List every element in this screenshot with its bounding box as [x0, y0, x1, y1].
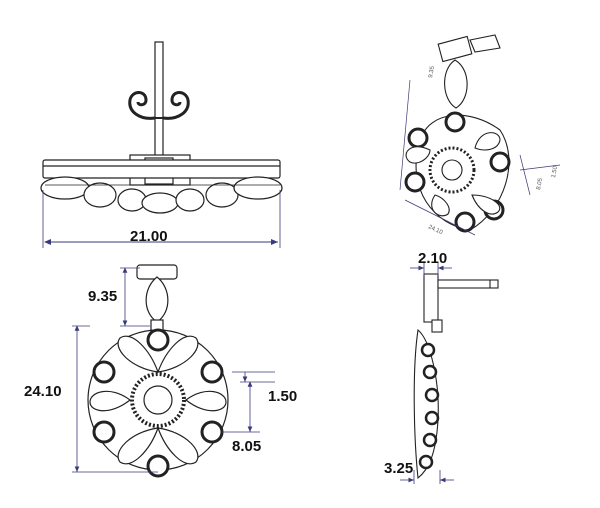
side-head: [423, 273, 439, 323]
dim-21-label: 21.00: [130, 228, 168, 245]
round-stones: [92, 328, 224, 478]
iso-view: [399, 34, 561, 236]
dim-2410-label: 24.10: [24, 383, 62, 400]
pear-stone-top: [145, 276, 169, 323]
dim-210-label: 2.10: [418, 250, 447, 267]
iso-dim-1: 9.35: [428, 65, 436, 78]
dim-935-label: 9.35: [88, 288, 117, 305]
dim-805-label: 8.05: [232, 438, 261, 455]
petal-stones: [89, 335, 227, 465]
front-view: [72, 264, 275, 478]
earring-post: [154, 41, 164, 161]
iso-dim-3: 1.50: [551, 165, 559, 178]
top-view: [40, 41, 283, 248]
iso-dim-4: 24.10: [427, 224, 444, 236]
dim-150-label: 1.50: [268, 388, 297, 405]
side-post: [437, 279, 499, 289]
side-view: [400, 262, 499, 484]
iso-bail: [437, 35, 473, 63]
butterfly-clutch: [128, 91, 190, 120]
dim-325-label: 3.25: [384, 460, 413, 477]
center-stone: [143, 385, 173, 415]
top-plate: [42, 159, 281, 179]
iso-dim-2: 8.05: [536, 177, 544, 190]
top-stones-row: [40, 176, 283, 214]
